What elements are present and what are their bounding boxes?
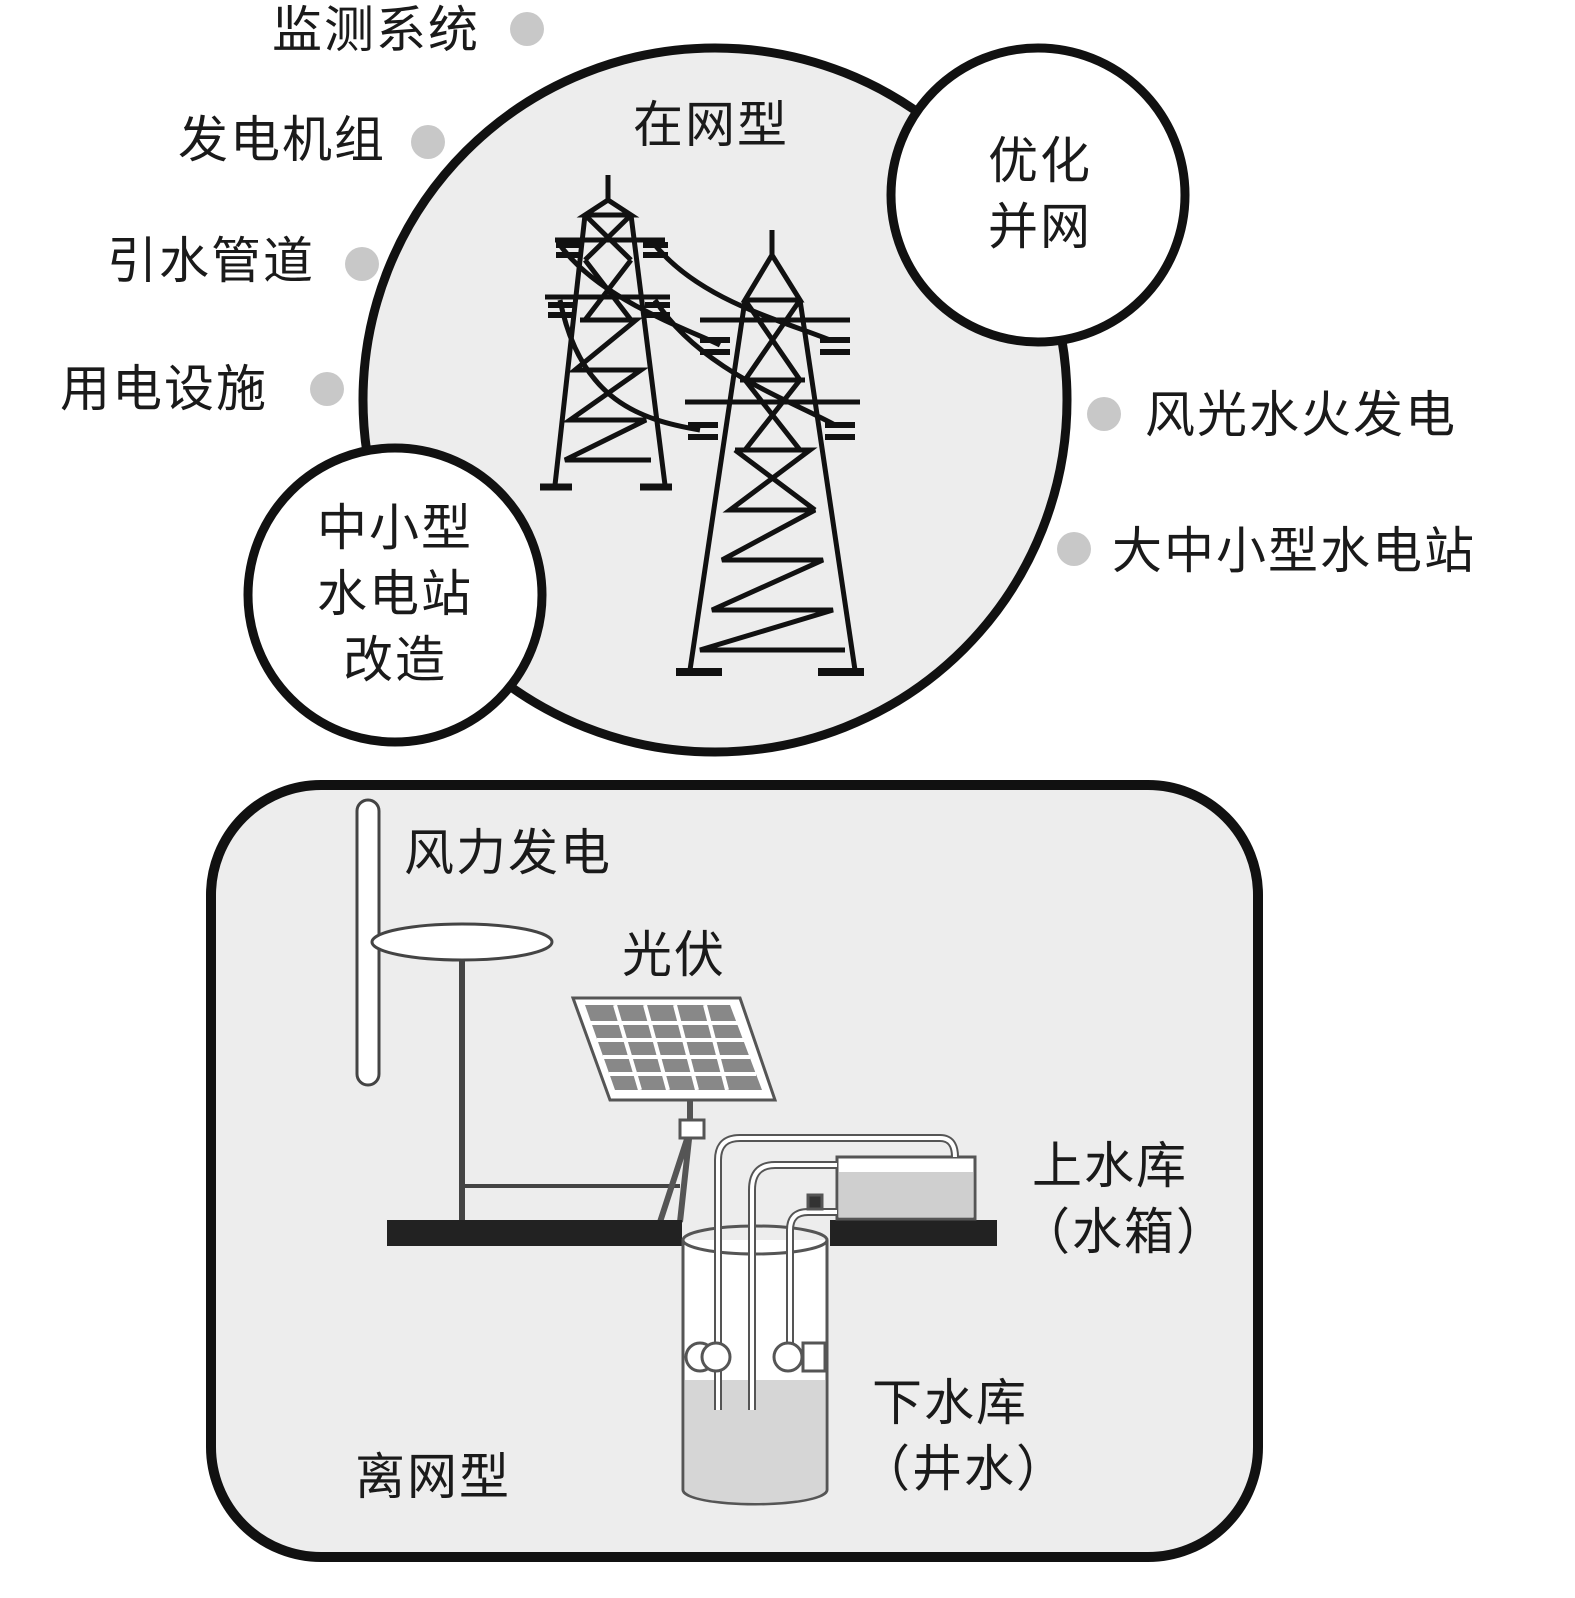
left-item-monitoring: 监测系统 [272, 1, 480, 59]
upper-reservoir-line-2: （水箱） [1020, 1203, 1228, 1261]
off-grid-title: 离网型 [355, 1448, 511, 1506]
solar-panel-icon [570, 996, 778, 1223]
optimize-line-1: 优化 [988, 132, 1092, 190]
lower-reservoir-line-2: （井水） [860, 1440, 1068, 1498]
lower-reservoir-label: 下水库 （井水） [860, 1370, 1068, 1502]
upper-reservoir-line-1: 上水库 [1032, 1137, 1188, 1195]
bullet-dots [310, 12, 1121, 566]
wind-turbine-icon [355, 798, 680, 1222]
transmission-tower-icon [540, 175, 864, 676]
left-item-consumer: 用电设施 [60, 360, 268, 418]
retrofit-label: 中小型 水电站 改造 [295, 495, 495, 693]
optimize-circle [886, 43, 1190, 347]
right-item-multi-energy: 风光水火发电 [1145, 386, 1457, 444]
optimize-label: 优化 并网 [960, 128, 1120, 260]
upper-tank-icon [835, 1155, 977, 1221]
ground-icon [387, 1220, 997, 1246]
retrofit-line-1: 中小型 [317, 499, 473, 557]
off-grid-box [206, 780, 1263, 1562]
upper-reservoir-label: 上水库 （水箱） [1020, 1133, 1228, 1265]
optimize-line-2: 并网 [988, 198, 1092, 256]
retrofit-line-2: 水电站 [317, 565, 473, 623]
left-item-generator: 发电机组 [178, 111, 386, 169]
pv-label: 光伏 [622, 926, 726, 984]
lower-reservoir-line-1: 下水库 [872, 1374, 1028, 1432]
retrofit-line-3: 改造 [343, 631, 447, 689]
on-grid-title: 在网型 [633, 96, 789, 154]
wind-label: 风力发电 [404, 824, 612, 882]
right-item-hydropower: 大中小型水电站 [1112, 522, 1476, 580]
retrofit-circle [243, 443, 547, 747]
left-item-penstock: 引水管道 [107, 232, 315, 290]
well-icon [681, 1134, 959, 1506]
